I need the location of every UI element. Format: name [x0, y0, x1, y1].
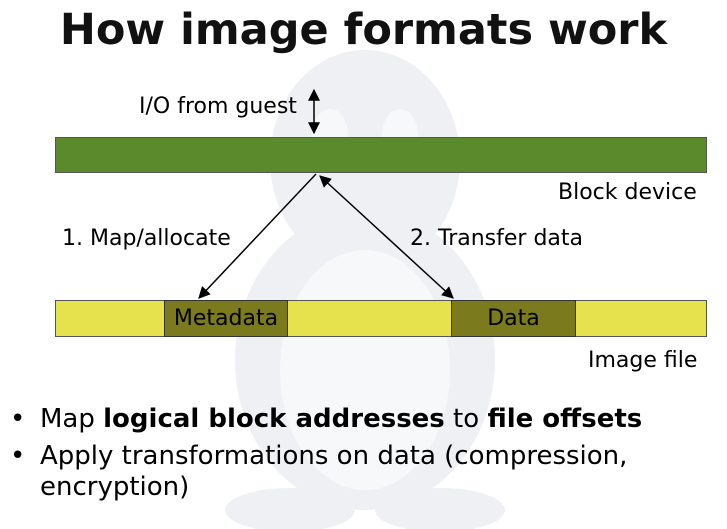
- bullet-text-pre: Map: [40, 404, 104, 434]
- image-file-bar: [55, 300, 707, 337]
- block-device-label: Block device: [558, 180, 697, 205]
- transfer-data-arrow: [319, 175, 454, 299]
- transfer-data-label: 2. Transfer data: [410, 226, 583, 251]
- bullet-bold-offsets: file offsets: [487, 404, 643, 434]
- block-device-bar: [55, 137, 707, 173]
- metadata-segment: Metadata: [164, 300, 288, 337]
- io-from-guest-label: I/O from guest: [139, 94, 297, 119]
- map-allocate-arrow: [198, 173, 317, 299]
- bullet-list: • Map logical block addresses to file of…: [8, 404, 720, 509]
- bullet-text-mid: to: [444, 404, 488, 434]
- map-allocate-label: 1. Map/allocate: [62, 226, 231, 251]
- slide-title: How image formats work: [59, 5, 668, 55]
- bullet-bold-lba: logical block addresses: [103, 404, 445, 434]
- bullet-dot-icon: •: [10, 404, 26, 434]
- bullet-item: • Apply transformations on data (compres…: [8, 441, 720, 503]
- bullet-dot-icon: •: [10, 441, 26, 471]
- data-segment: Data: [451, 300, 576, 337]
- bullet-item: • Map logical block addresses to file of…: [8, 404, 720, 435]
- bullet-text: Apply transformations on data (compressi…: [40, 441, 628, 502]
- image-file-label: Image file: [588, 348, 698, 373]
